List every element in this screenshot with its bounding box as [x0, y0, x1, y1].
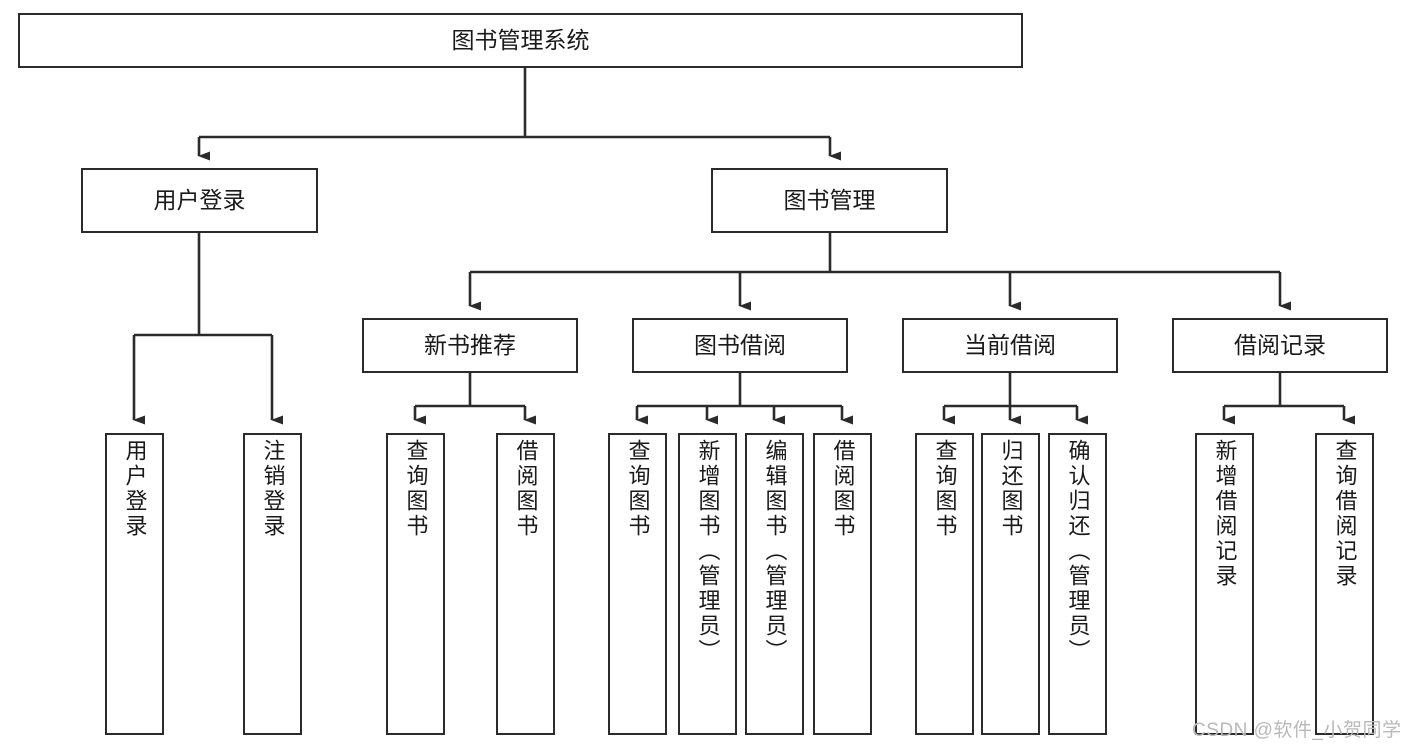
node-leaf-logout-login[interactable]: 注销登录: [243, 433, 302, 735]
node-borrow-record[interactable]: 借阅记录: [1172, 318, 1388, 373]
node-leaf-add-book[interactable]: 新增图书（管理员）: [678, 433, 737, 735]
node-leaf-borrow-book-2[interactable]: 借阅图书: [813, 433, 872, 735]
node-leaf-add-record[interactable]: 新增借阅记录: [1195, 433, 1254, 735]
node-leaf-return-book[interactable]: 归还图书: [981, 433, 1040, 735]
node-leaf-edit-book[interactable]: 编辑图书（管理员）: [745, 433, 804, 735]
csdn-watermark: CSDN @软件_小贺同学: [1192, 720, 1402, 741]
node-leaf-query-record-label: 查询借阅记录: [1332, 439, 1358, 589]
node-leaf-user-login[interactable]: 用户登录: [105, 433, 164, 735]
node-leaf-query-book-2[interactable]: 查询图书: [608, 433, 667, 735]
node-new-book-recommend-label: 新书推荐: [424, 331, 516, 358]
node-leaf-borrow-book-1-label: 借阅图书: [513, 439, 539, 539]
node-leaf-user-login-label: 用户登录: [122, 439, 148, 539]
node-current-borrow-label: 当前借阅: [964, 331, 1056, 358]
node-leaf-borrow-book-1[interactable]: 借阅图书: [496, 433, 555, 735]
node-root-label: 图书管理系统: [451, 26, 590, 53]
node-new-book-recommend[interactable]: 新书推荐: [362, 318, 578, 373]
node-user-login[interactable]: 用户登录: [81, 168, 318, 233]
node-leaf-borrow-book-2-label: 借阅图书: [830, 439, 856, 539]
node-book-manage-label: 图书管理: [783, 186, 876, 213]
node-current-borrow[interactable]: 当前借阅: [902, 318, 1118, 373]
node-leaf-return-book-label: 归还图书: [998, 439, 1024, 539]
node-borrow-record-label: 借阅记录: [1234, 331, 1326, 358]
node-book-manage[interactable]: 图书管理: [711, 168, 948, 233]
node-leaf-confirm-return-label: 确认归还（管理员）: [1065, 439, 1091, 664]
node-leaf-query-book-3-label: 查询图书: [932, 439, 958, 539]
node-leaf-confirm-return[interactable]: 确认归还（管理员）: [1048, 433, 1107, 735]
node-leaf-logout-login-label: 注销登录: [260, 439, 286, 539]
node-leaf-query-book-1[interactable]: 查询图书: [386, 433, 445, 735]
node-book-borrow[interactable]: 图书借阅: [632, 318, 848, 373]
node-user-login-label: 用户登录: [153, 186, 246, 213]
node-leaf-add-record-label: 新增借阅记录: [1212, 439, 1238, 589]
node-leaf-add-book-label: 新增图书（管理员）: [695, 439, 721, 664]
node-root[interactable]: 图书管理系统: [18, 13, 1023, 68]
node-leaf-query-book-3[interactable]: 查询图书: [915, 433, 974, 735]
node-leaf-query-book-2-label: 查询图书: [625, 439, 651, 539]
node-leaf-query-record[interactable]: 查询借阅记录: [1315, 433, 1374, 735]
node-leaf-query-book-1-label: 查询图书: [403, 439, 429, 539]
node-leaf-edit-book-label: 编辑图书（管理员）: [762, 439, 788, 664]
node-book-borrow-label: 图书借阅: [694, 331, 786, 358]
